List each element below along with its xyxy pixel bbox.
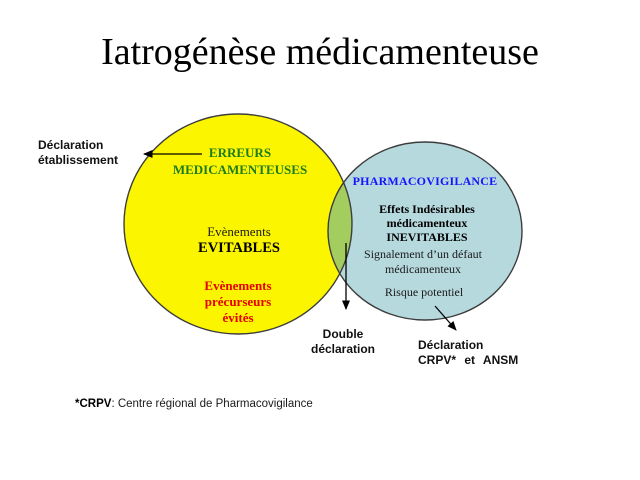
signalement-line2: médicamenteux: [385, 261, 461, 276]
declaration-crpv-ansm-label: Déclaration CRPV* et ANSM: [418, 338, 518, 368]
pharmacovigilance-label: PHARMACOVIGILANCE: [352, 174, 498, 188]
slide-title: Iatrogénèse médicamenteuse: [101, 31, 539, 73]
double-declaration-line1: Double: [322, 327, 364, 341]
erreurs-medicamenteuses-label: ERREURS MEDICAMENTEUSES: [173, 144, 307, 178]
evenements-precurseurs-label: Evènements précurseurs évités: [204, 278, 271, 326]
yellow-circle: [124, 114, 352, 334]
declaration-etablissement-label: Déclaration établissement: [38, 138, 118, 168]
declaration-crpv-line2: CRPV* et ANSM: [418, 353, 519, 367]
footnote-crpv: *CRPV: Centre régional de Pharmacovigila…: [75, 398, 313, 410]
footnote-crpv-rest: : Centre régional de Pharmacovigilance: [111, 398, 313, 410]
precurseurs-line1: Evènements: [204, 278, 272, 293]
footnote-crpv-bold: *CRPV: [75, 398, 112, 410]
risque-potentiel-label: Risque potentiel: [384, 285, 464, 299]
evenements-text: Evènements: [207, 224, 271, 239]
effets-line3: INEVITABLES: [386, 230, 468, 244]
yellow-circle-outline: [123, 113, 353, 335]
double-declaration-line2: déclaration: [310, 342, 376, 356]
signalement-line1: Signalement d’un défaut: [364, 247, 482, 261]
declaration-crpv-line1: Déclaration: [418, 338, 484, 352]
double-declaration-label: Double déclaration: [311, 327, 375, 357]
effets-line2: médicamenteux: [386, 216, 468, 230]
erreurs-line1: ERREURS: [208, 145, 272, 160]
signalement-defaut-label: Signalement d’un défaut médicamenteux: [364, 247, 482, 276]
declaration-etablissement-line2: établissement: [38, 153, 119, 167]
effets-indesirables-label: Effets Indésirables médicamenteux INEVIT…: [379, 202, 475, 244]
precurseurs-line3: évités: [222, 310, 254, 325]
erreurs-line2: MEDICAMENTEUSES: [172, 162, 308, 177]
evitables-text: EVITABLES: [198, 240, 280, 256]
blue-circle: [328, 142, 522, 320]
precurseurs-line2: précurseurs: [204, 294, 272, 309]
blue-circle-outline: [327, 141, 523, 321]
evenements-evitables-label: Evènements EVITABLES: [198, 224, 280, 256]
effets-line1: Effets Indésirables: [379, 202, 475, 216]
declaration-etablissement-line1: Déclaration: [38, 138, 104, 152]
arrow-crpv-ansm: [434, 305, 457, 331]
